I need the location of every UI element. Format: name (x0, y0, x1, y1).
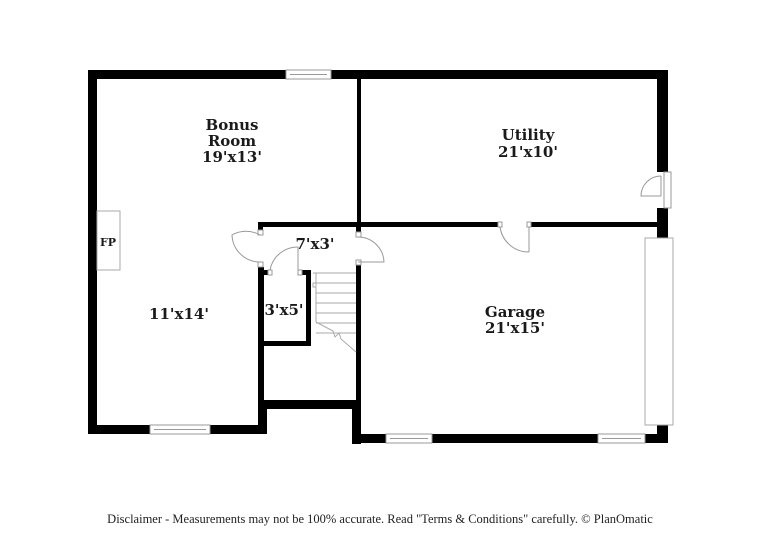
window-bottom-left (149, 424, 211, 435)
door-utility-garage (497, 221, 532, 253)
garage-door (644, 237, 674, 426)
windows (149, 69, 646, 444)
utility-dimensions: 21'x10' (498, 143, 558, 161)
bonus-room-name-line2: Room (208, 132, 256, 150)
garage-name: Garage (485, 303, 545, 321)
window-garage-right (597, 433, 646, 444)
fireplace: FP (96, 210, 121, 271)
hall-dimensions: 7'x3' (295, 235, 334, 253)
utility-name: Utility (502, 126, 556, 144)
door-closet (267, 246, 303, 276)
door-hall-garage (355, 231, 385, 266)
stairs (312, 272, 357, 353)
window-top (285, 69, 332, 80)
bonus-room-dimensions: 19'x13' (202, 148, 262, 166)
doors (231, 171, 672, 276)
outer-walls (88, 70, 668, 444)
window-garage-left (385, 433, 433, 444)
garage-dimensions: 21'x15' (485, 319, 545, 337)
closet-dimensions: 3'x5' (264, 301, 303, 319)
door-utility-exterior (640, 171, 672, 209)
interior-walls (258, 79, 657, 407)
lower-bonus-dimensions: 11'x14' (149, 305, 209, 323)
door-hall-bonus (231, 229, 264, 268)
disclaimer-text: Disclaimer - Measurements may not be 100… (107, 512, 653, 526)
bonus-room-name-line1: Bonus (206, 116, 259, 134)
fireplace-label: FP (100, 236, 116, 249)
room-labels: Bonus Room 19'x13' Utility 21'x10' 7'x3'… (149, 116, 558, 337)
